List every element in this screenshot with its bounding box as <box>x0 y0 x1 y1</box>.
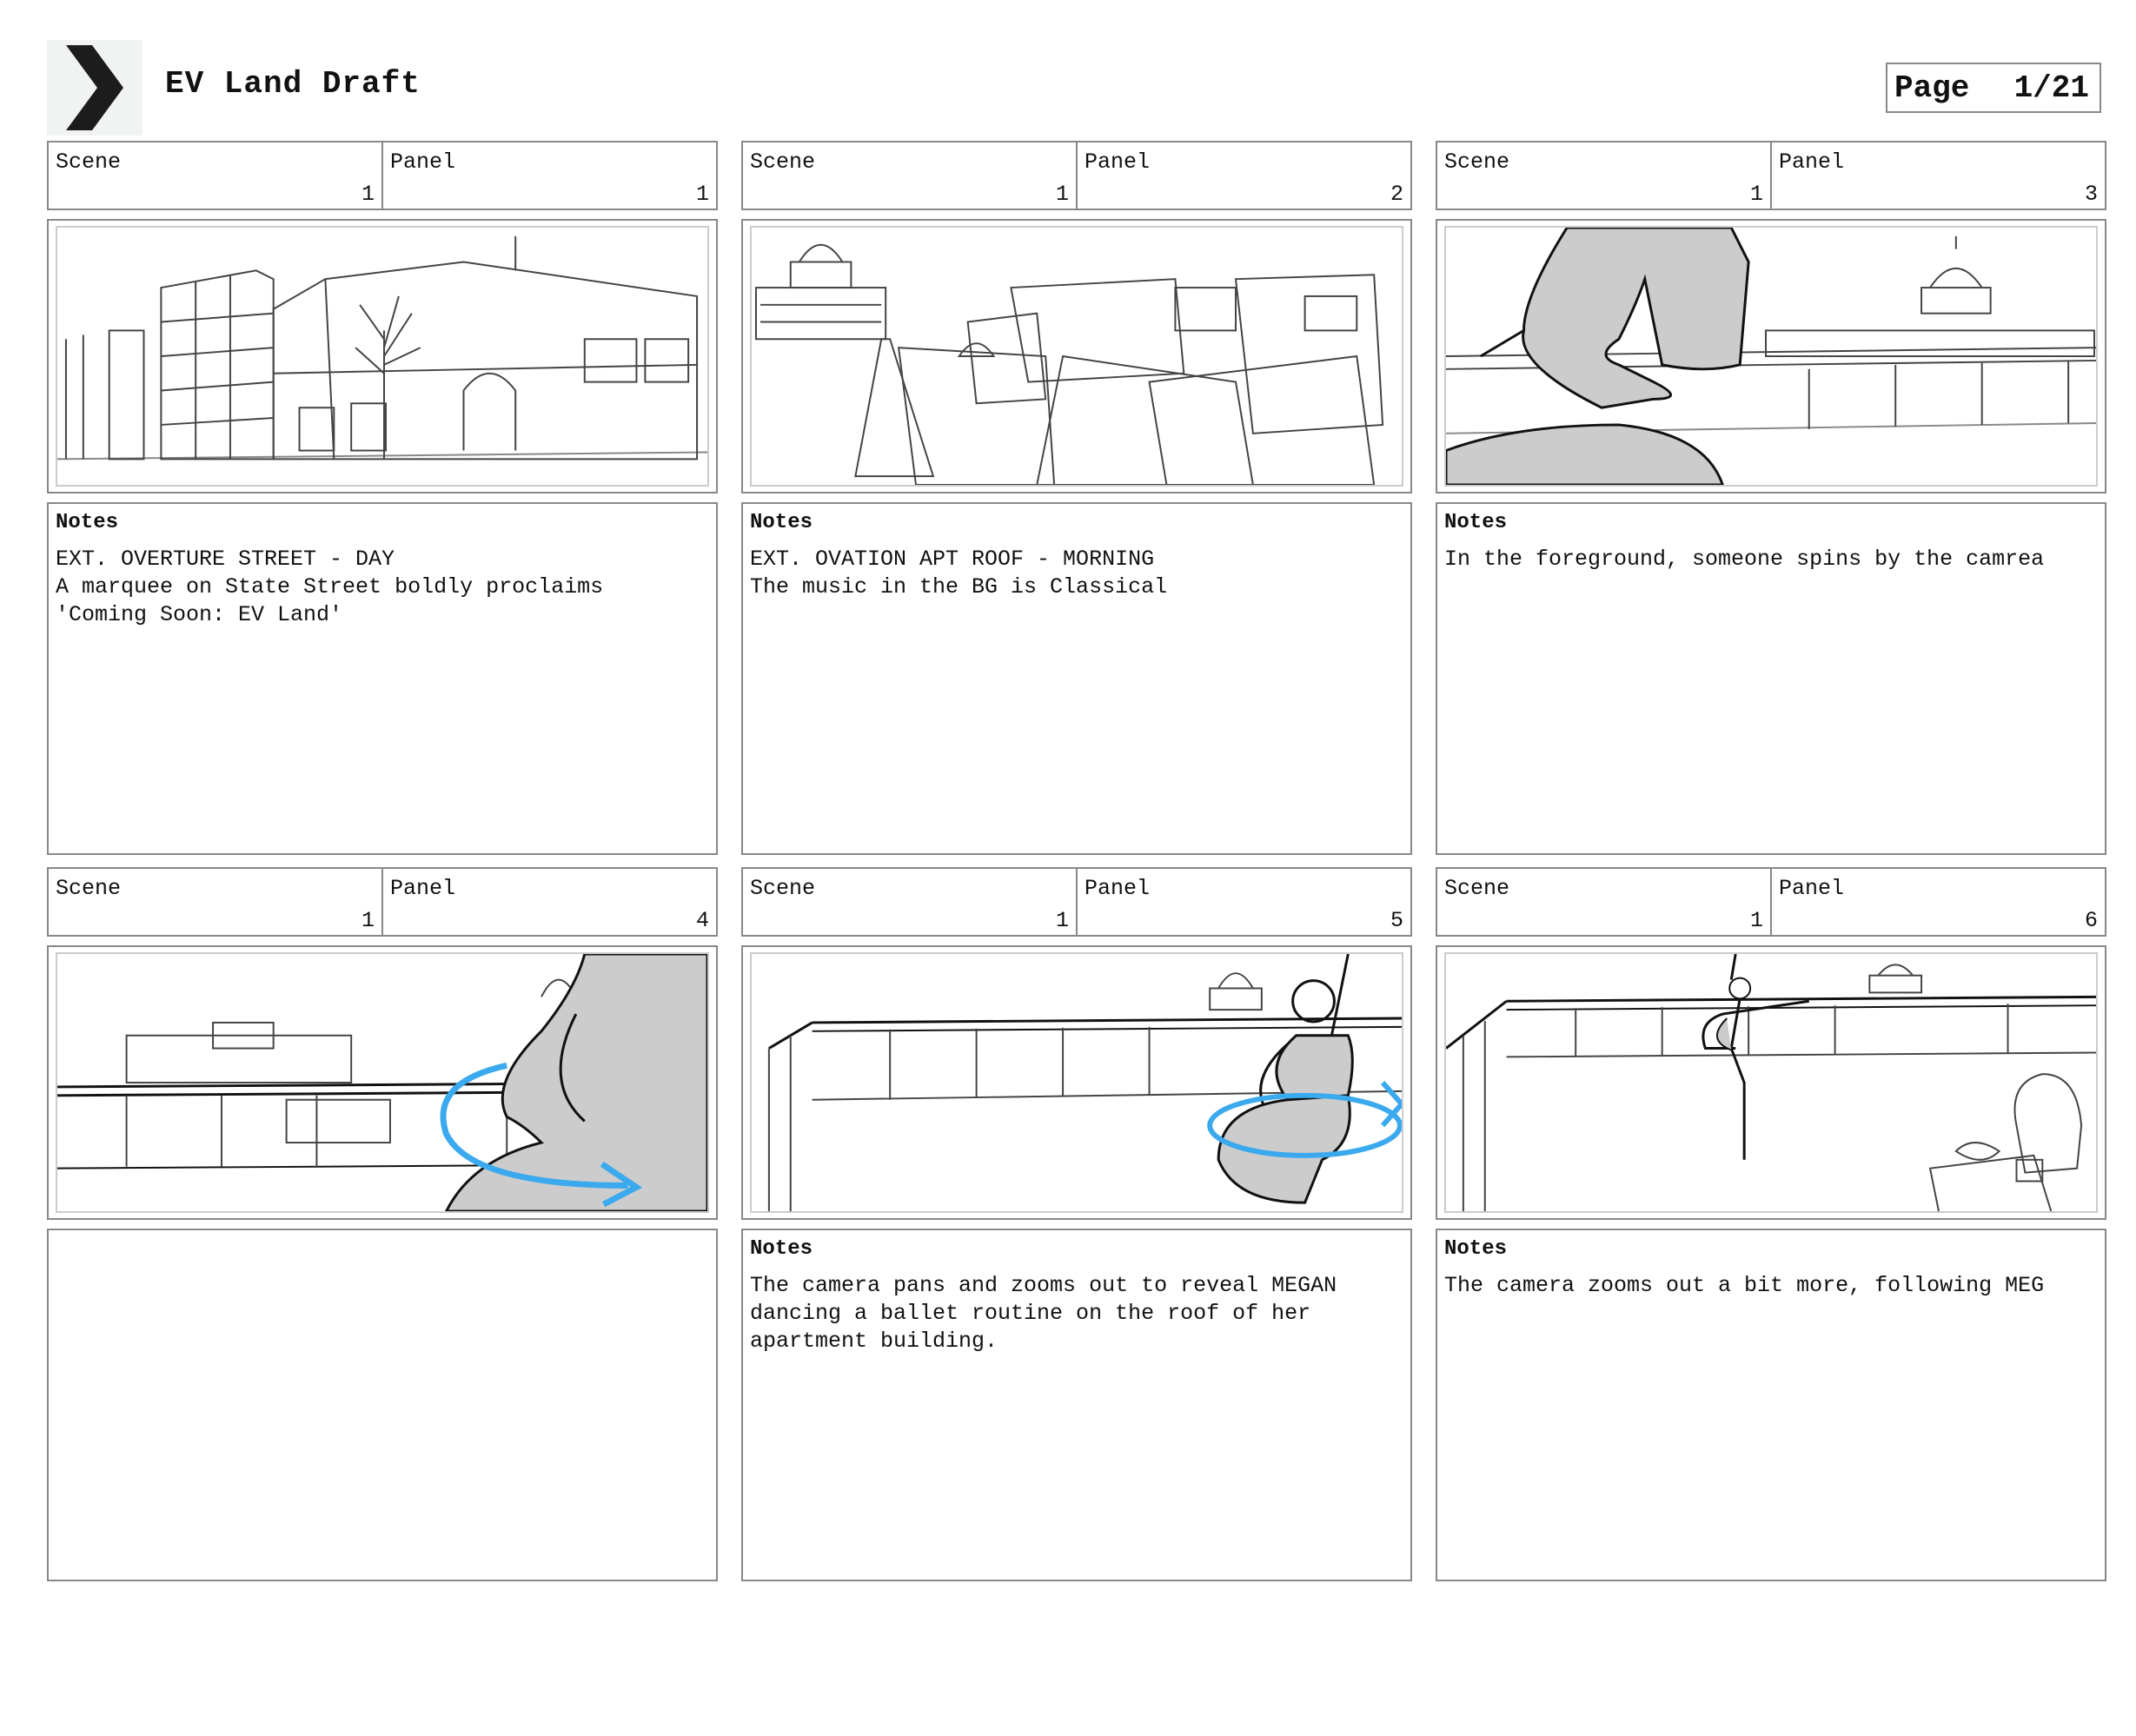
notes-box[interactable]: Notes The camera pans and zooms out to r… <box>741 1229 1412 1581</box>
notes-box[interactable]: Notes EXT. OVERTURE STREET - DAY A marqu… <box>47 502 718 855</box>
page-header: EV Land Draft Page 1/21 <box>47 40 2101 136</box>
scene-label: Scene <box>750 876 816 901</box>
panel-number: 5 <box>1390 908 1403 933</box>
notes-text: EXT. OVERTURE STREET - DAY A marquee on … <box>56 547 604 627</box>
panel-label: Panel <box>1779 149 1845 175</box>
scene-number: 1 <box>1749 182 1763 207</box>
notes-label: Notes <box>750 1237 813 1261</box>
notes-text: In the foreground, someone spins by the … <box>1444 547 2045 572</box>
scene-number: 1 <box>1055 908 1069 933</box>
page-label: Page <box>1894 70 1970 106</box>
street-corner-building-sketch <box>56 226 709 487</box>
panel-number: 4 <box>695 908 709 933</box>
sketch-frame[interactable] <box>47 219 718 494</box>
dancer-arabesque-wide-sketch <box>1444 952 2098 1213</box>
panel-cell: Panel 2 <box>1076 142 1410 209</box>
scene-cell: Scene 1 <box>1437 869 1770 935</box>
panel-meta: Scene 1 Panel 1 <box>47 141 718 210</box>
document-title: EV Land Draft <box>165 66 421 102</box>
panel-label: Panel <box>1779 876 1845 901</box>
dancer-rooftop-pose-sketch <box>750 952 1403 1213</box>
scene-label: Scene <box>1444 876 1510 901</box>
panel-meta: Scene 1 Panel 4 <box>47 867 718 937</box>
dancer-torso-foreground-sketch <box>1444 226 2098 487</box>
sketch-frame[interactable] <box>1436 945 2106 1220</box>
sketch-frame[interactable] <box>47 945 718 1220</box>
panel-cell: Panel 4 <box>381 869 716 935</box>
notes-box[interactable] <box>47 1229 718 1581</box>
city-rooftops-capitol-sketch <box>750 226 1403 487</box>
sketch-frame[interactable] <box>741 945 1412 1220</box>
storyboard-panel-6: Scene 1 Panel 6 <box>1436 867 2106 1736</box>
dancer-spin-closeup-sketch <box>56 952 709 1213</box>
page-number: 1/21 <box>2013 70 2089 106</box>
storyboard-panel-5: Scene 1 Panel 5 <box>741 867 1412 1736</box>
scene-number: 1 <box>1055 182 1069 207</box>
panel-number: 3 <box>2084 182 2098 207</box>
panel-meta: Scene 1 Panel 2 <box>741 141 1412 210</box>
panel-number: 6 <box>2084 908 2098 933</box>
notes-box[interactable]: Notes EXT. OVATION APT ROOF - MORNING Th… <box>741 502 1412 855</box>
notes-text: The camera zooms out a bit more, followi… <box>1444 1273 2045 1298</box>
panel-cell: Panel 1 <box>381 142 716 209</box>
panel-meta: Scene 1 Panel 6 <box>1436 867 2106 937</box>
scene-cell: Scene 1 <box>49 142 381 209</box>
storyboard-panel-2: Scene 1 Panel 2 <box>741 141 1412 1010</box>
panel-meta: Scene 1 Panel 5 <box>741 867 1412 937</box>
scene-number: 1 <box>361 182 375 207</box>
scene-label: Scene <box>750 149 816 175</box>
sketch-frame[interactable] <box>741 219 1412 494</box>
panel-cell: Panel 6 <box>1770 869 2105 935</box>
notes-label: Notes <box>1444 511 1508 534</box>
scene-cell: Scene 1 <box>743 142 1076 209</box>
notes-label: Notes <box>1444 1237 1508 1261</box>
storyboard-panel-1: Scene 1 Panel 1 <box>47 141 718 1010</box>
notes-box[interactable]: Notes In the foreground, someone spins b… <box>1436 502 2106 855</box>
notes-box[interactable]: Notes The camera zooms out a bit more, f… <box>1436 1229 2106 1581</box>
notes-label: Notes <box>750 511 813 534</box>
page-indicator: Page 1/21 <box>1886 63 2101 113</box>
scene-cell: Scene 1 <box>49 869 381 935</box>
storyboard-panel-3: Scene 1 Panel 3 Notes In <box>1436 141 2106 1010</box>
notes-label: Notes <box>56 511 119 534</box>
panel-cell: Panel 5 <box>1076 869 1410 935</box>
scene-cell: Scene 1 <box>743 869 1076 935</box>
panel-label: Panel <box>390 876 456 901</box>
notes-text: EXT. OVATION APT ROOF - MORNING The musi… <box>750 547 1168 600</box>
scene-number: 1 <box>1749 908 1763 933</box>
scene-label: Scene <box>1444 149 1510 175</box>
panel-label: Panel <box>1085 876 1151 901</box>
panel-number: 1 <box>695 182 709 207</box>
scene-label: Scene <box>56 876 122 901</box>
panel-meta: Scene 1 Panel 3 <box>1436 141 2106 210</box>
notes-text: The camera pans and zooms out to reveal … <box>750 1273 1337 1354</box>
chevron-right-icon <box>47 40 143 136</box>
scene-number: 1 <box>361 908 375 933</box>
panel-label: Panel <box>1085 149 1151 175</box>
panel-number: 2 <box>1390 182 1403 207</box>
panel-cell: Panel 3 <box>1770 142 2105 209</box>
scene-label: Scene <box>56 149 122 175</box>
storyboard-panel-4: Scene 1 Panel 4 <box>47 867 718 1736</box>
panel-label: Panel <box>390 149 456 175</box>
sketch-frame[interactable] <box>1436 219 2106 494</box>
scene-cell: Scene 1 <box>1437 142 1770 209</box>
